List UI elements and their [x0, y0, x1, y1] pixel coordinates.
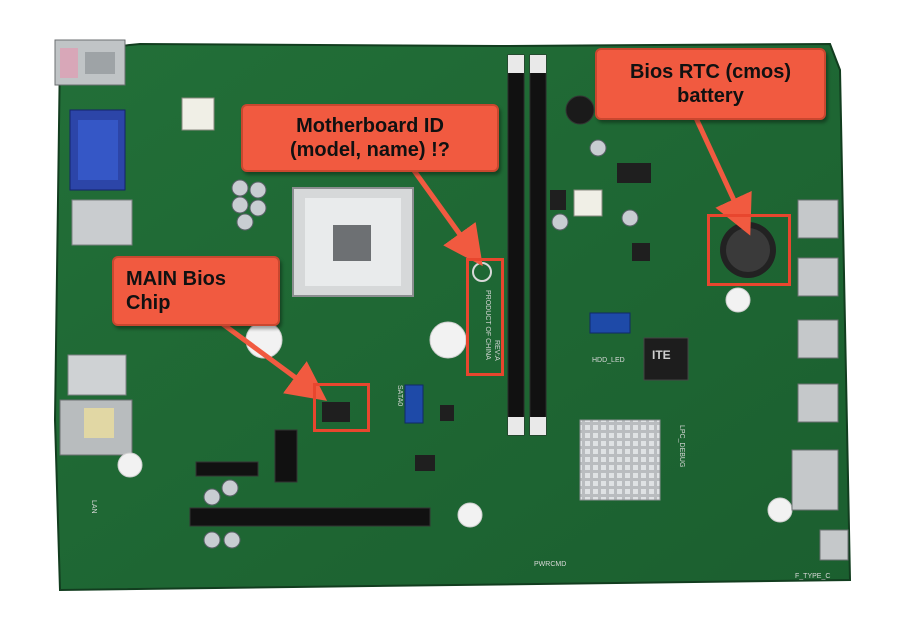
arrow-model [407, 163, 483, 267]
pcie-x16-slot [189, 507, 431, 527]
highlight-motherboard-id [466, 258, 504, 376]
capacitors [203, 139, 639, 549]
label-lan: LAN [90, 500, 97, 514]
callout-motherboard-id-line1: Motherboard ID [296, 115, 444, 137]
cpu-power-connector [181, 97, 215, 131]
aux-power-connector [573, 189, 603, 217]
cpu-socket [292, 187, 414, 297]
arrow-bios [218, 319, 328, 401]
m2-slot [274, 429, 298, 483]
callout-rtc-battery-line2: battery [677, 85, 744, 107]
highlight-bios-chip [313, 383, 370, 432]
callout-rtc-battery: Bios RTC (cmos) battery [595, 48, 826, 120]
callout-rtc-battery-line1: Bios RTC (cmos) [629, 61, 792, 83]
arrow-rtc [693, 116, 752, 236]
front-io-ports [791, 199, 849, 561]
callout-main-bios-chip-line1: MAIN Bios [126, 268, 226, 290]
label-f-type-c: F_TYPE_C [795, 573, 830, 580]
cmos-battery [720, 222, 776, 278]
silkscreen-rev: REV:A [493, 340, 500, 361]
small-ics [322, 163, 651, 471]
rear-io-panel [54, 39, 133, 456]
label-sata0: SATA0 [396, 385, 403, 406]
pcie-x1-slot [195, 461, 259, 477]
buzzer [565, 95, 595, 125]
label-lpc-debug: LPC_DEBUG [678, 425, 685, 467]
callout-main-bios-chip-line2: Chip [126, 292, 171, 314]
silkscreen-made: PRODUCT OF CHINA [484, 290, 491, 360]
label-pwrcmd: PWRCMD [534, 561, 566, 568]
highlight-cmos-battery [707, 214, 791, 286]
chip-logo: ITE [652, 348, 671, 362]
sata-ports [404, 312, 631, 424]
chipset-heatsink [579, 419, 661, 501]
callout-motherboard-id-line2: (model, name) !? [289, 139, 450, 161]
callout-main-bios-chip: MAIN Bios Chip [112, 256, 280, 326]
super-io-chip: ITE [643, 337, 689, 381]
callout-motherboard-id: Motherboard ID (model, name) !? [241, 104, 499, 172]
label-hdd-led: HDD_LED [592, 357, 625, 364]
dimm-slots [507, 54, 547, 436]
